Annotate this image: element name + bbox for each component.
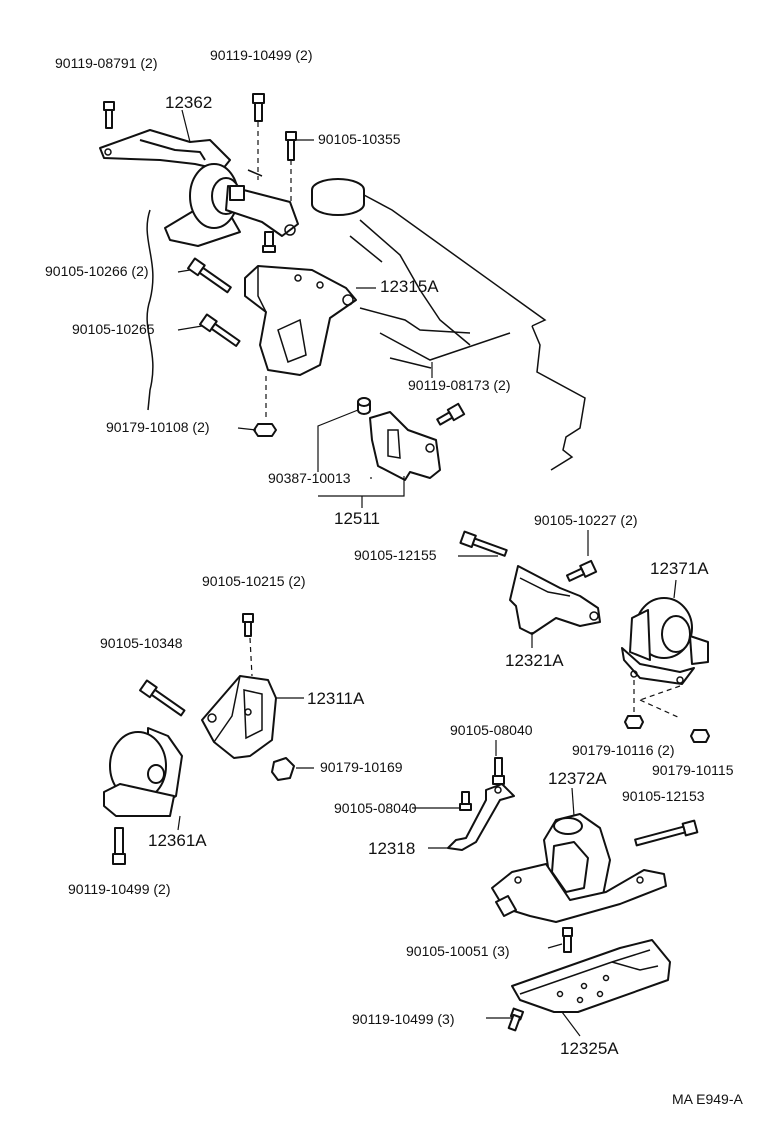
bolt-icon <box>199 313 241 347</box>
bolt-icon <box>436 402 466 426</box>
bracket-12311A <box>201 675 277 759</box>
bracket-12321A <box>509 565 601 635</box>
diagram-code: MA E949-A <box>672 1091 743 1107</box>
label-90105-10051: 90105-10051 (3) <box>406 943 510 959</box>
label-90179-10115: 90179-10115 <box>652 762 734 778</box>
label-12318: 12318 <box>368 839 415 858</box>
label-90105-08040-a: 90105-08040 <box>450 722 533 738</box>
bracket-12511 <box>369 411 441 481</box>
label-12311A: 12311A <box>307 689 365 708</box>
label-12325A: 12325A <box>560 1039 619 1058</box>
bolt-icon <box>507 1007 525 1032</box>
label-12361A: 12361A <box>148 831 207 850</box>
bolt-icon <box>262 231 276 253</box>
bracket-12362 <box>99 129 231 171</box>
bolt-icon <box>459 791 472 811</box>
label-90119-10499-top: 90119-10499 (2) <box>210 47 312 63</box>
bolt-icon <box>562 927 573 953</box>
bolt-icon <box>139 679 186 717</box>
bolt-icon <box>187 257 232 294</box>
leader-lines <box>177 109 677 1037</box>
label-90105-10215: 90105-10215 (2) <box>202 573 306 589</box>
nut-icon <box>690 729 710 743</box>
label-12362: 12362 <box>165 93 212 112</box>
assembly-dashed-lines <box>249 122 681 719</box>
label-12321A: 12321A <box>505 651 564 670</box>
bolt-icon <box>112 827 126 865</box>
bolt-icon <box>565 559 598 582</box>
mount-12372A <box>491 813 667 923</box>
mount-12371A <box>621 597 709 685</box>
bolt-icon <box>285 131 297 161</box>
label-90105-12155: 90105-12155 <box>354 547 437 563</box>
label-12315A: 12315A <box>380 277 439 296</box>
label-90119-10499-left: 90119-10499 (2) <box>68 881 170 897</box>
label-90105-12153: 90105-12153 <box>622 788 705 804</box>
mount-12361A <box>103 727 183 817</box>
spacer-90387-10013 <box>357 397 371 415</box>
nut-90179-10169 <box>271 757 295 781</box>
label-12511: 12511 <box>334 509 380 528</box>
bracket-12315A <box>244 265 357 376</box>
label-12372A: 12372A <box>548 769 607 788</box>
label-90179-10169: 90179-10169 <box>320 759 403 775</box>
label-90105-10355: 90105-10355 <box>318 131 401 147</box>
label-90119-08791: 90119-08791 (2) <box>55 55 157 71</box>
bolt-icon <box>634 819 699 847</box>
nut-icon <box>624 715 644 729</box>
bracket-12318 <box>447 783 515 851</box>
label-90387-10013: 90387-10013 <box>268 470 351 486</box>
engine-block-outline <box>146 178 586 471</box>
bolt-icon <box>103 101 115 129</box>
label-90119-08173: 90119-08173 (2) <box>408 377 510 393</box>
upper-engine-mount <box>164 163 299 247</box>
bolt-icon <box>242 613 254 637</box>
label-90105-10265: 90105-10265 <box>72 321 155 337</box>
plate-12325A <box>511 939 671 1013</box>
nut-icon <box>253 423 277 437</box>
label-12371A: 12371A <box>650 559 709 578</box>
label-90105-10348: 90105-10348 <box>100 635 183 651</box>
label-90105-10227: 90105-10227 (2) <box>534 512 638 528</box>
label-90119-10499-bottom: 90119-10499 (3) <box>352 1011 454 1027</box>
label-90105-08040-b: 90105-08040 <box>334 800 417 816</box>
label-90179-10116: 90179-10116 (2) <box>572 742 674 758</box>
bolt-icon <box>252 93 265 122</box>
label-90105-10266: 90105-10266 (2) <box>45 263 149 279</box>
bolt-icon <box>459 530 508 557</box>
bolt-icon <box>492 757 505 785</box>
label-90179-10108: 90179-10108 (2) <box>106 419 210 435</box>
